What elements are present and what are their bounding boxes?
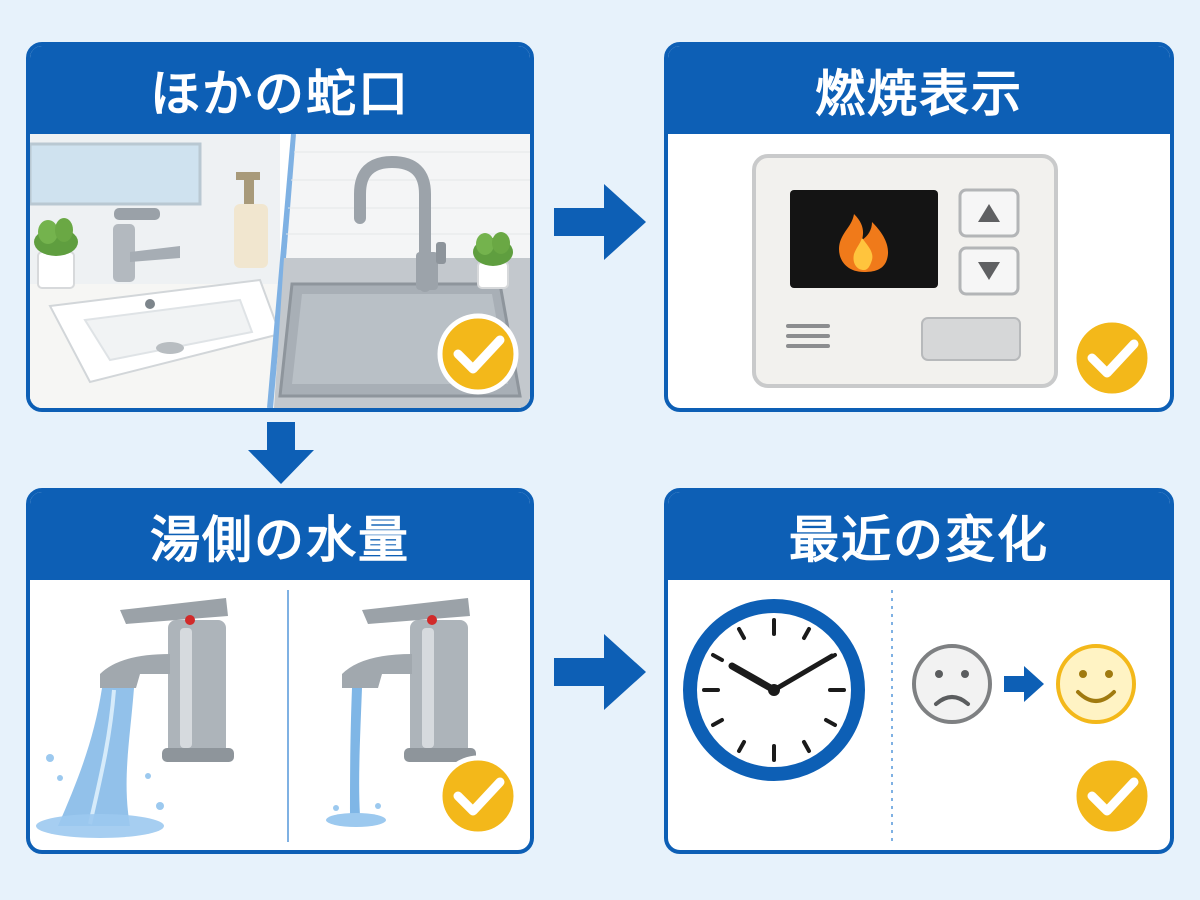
- faucet-weak-flow: [326, 598, 476, 827]
- speaker-grille: [786, 324, 830, 348]
- arrow-down-icon: [248, 422, 314, 484]
- card-combustion-display: 燃焼表示: [664, 42, 1174, 412]
- check-icon: [437, 313, 519, 395]
- water-flow-comparison: [30, 580, 530, 850]
- water-heater-remote: [668, 134, 1170, 408]
- recent-changes-content: [668, 580, 1170, 850]
- power-button[interactable]: [921, 317, 1021, 361]
- card-recent-changes: 最近の変化: [664, 488, 1174, 854]
- card-title-other-faucets: ほかの蛇口: [30, 46, 530, 134]
- arrow-right-icon: [554, 634, 646, 710]
- split-divider: [267, 134, 297, 408]
- arrow-right-icon: [554, 184, 646, 260]
- sad-face-icon: [912, 644, 992, 724]
- smile-face-icon: [1056, 644, 1136, 724]
- card-other-faucets: ほかの蛇口: [26, 42, 534, 412]
- flame-icon: [839, 214, 889, 272]
- faucet-strong-flow: [36, 598, 234, 838]
- card-title-recent-changes: 最近の変化: [668, 492, 1170, 580]
- check-icon: [437, 755, 519, 837]
- card-title-hot-water-volume: 湯側の水量: [30, 492, 530, 580]
- arrow-up-icon: [978, 204, 1000, 222]
- arrow-down-icon: [978, 262, 1000, 280]
- check-icon: [1071, 317, 1153, 399]
- card-title-combustion-display: 燃焼表示: [668, 46, 1170, 134]
- bathroom-sink-illustration: [30, 134, 282, 408]
- faucet-photos: [30, 134, 530, 408]
- clock-icon: [683, 599, 865, 781]
- check-icon: [1071, 755, 1153, 837]
- card-hot-water-volume: 湯側の水量: [26, 488, 534, 854]
- arrow-right-icon: [1004, 666, 1044, 702]
